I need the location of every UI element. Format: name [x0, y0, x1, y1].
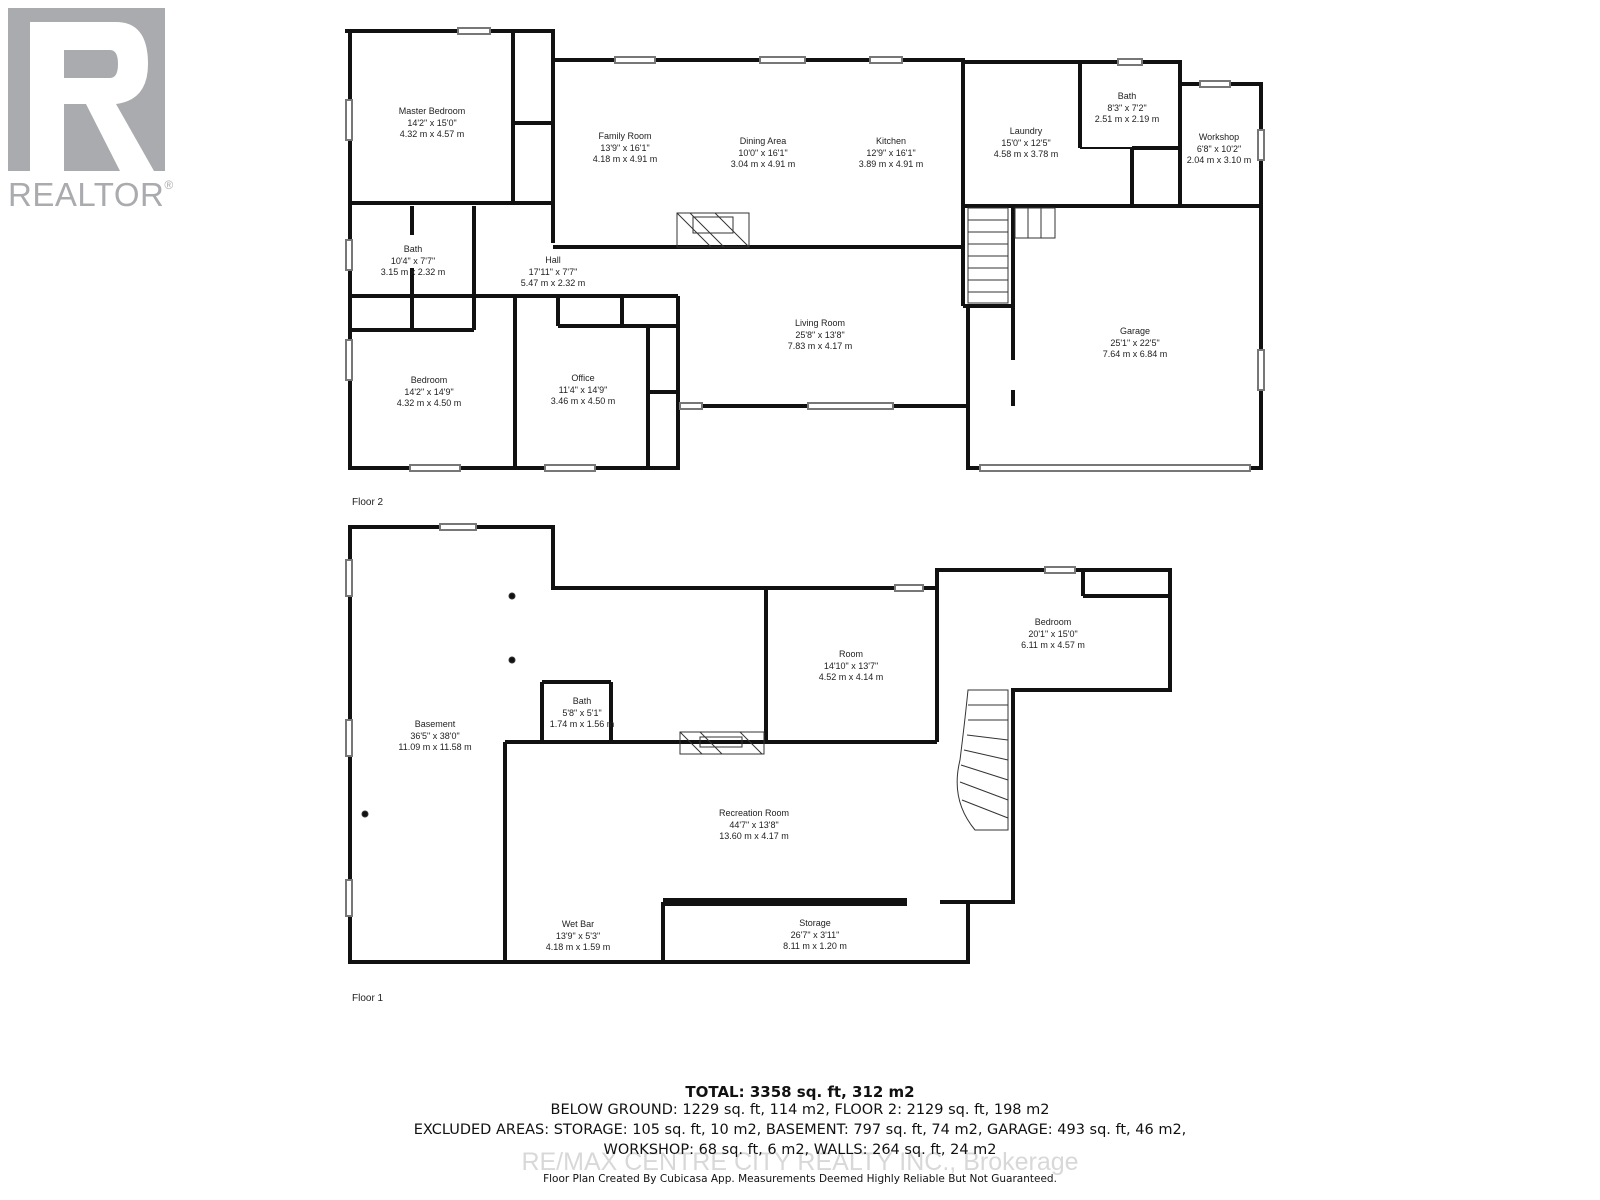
room-name: Wet Bar — [562, 919, 594, 929]
room-name: Storage — [799, 918, 831, 928]
room-imperial: 14'10" x 13'7" — [824, 661, 878, 671]
floor-2-windows — [345, 27, 1265, 472]
room-name: Office — [571, 373, 594, 383]
column-marker — [508, 656, 516, 664]
floor-2-label: Floor 2 — [352, 497, 384, 508]
realtor-r-icon — [8, 8, 165, 171]
room-metric: 3.89 m x 4.91 m — [859, 159, 924, 169]
room-imperial: 12'9" x 16'1" — [866, 148, 915, 158]
room-imperial: 25'8" x 13'8" — [795, 330, 844, 340]
room-imperial: 10'4" x 7'7" — [391, 256, 435, 266]
room-metric: 4.18 m x 4.91 m — [593, 154, 658, 164]
room-metric: 3.04 m x 4.91 m — [731, 159, 796, 169]
summary-workshop-walls: WORKSHOP: 68 sq. ft, 6 m2, WALLS: 264 sq… — [603, 1142, 997, 1158]
room-metric: 11.09 m x 11.58 m — [398, 742, 471, 752]
column-marker — [508, 592, 516, 600]
floor-1-windows — [345, 523, 1076, 917]
fireplace-icon — [676, 212, 750, 248]
stairs-icon — [967, 207, 1056, 304]
room-name: Master Bedroom — [399, 106, 466, 116]
floor-1-walls — [348, 525, 1172, 964]
storage-wall — [663, 898, 907, 906]
room-metric: 7.64 m x 6.84 m — [1103, 349, 1168, 359]
room-imperial: 44'7" x 13'8" — [729, 820, 778, 830]
room-name: Bath — [573, 696, 592, 706]
room-imperial: 5'8" x 5'1" — [562, 708, 601, 718]
room-imperial: 15'0" x 12'5" — [1001, 138, 1050, 148]
floor-1-labels: Basement 36'5" x 38'0" 11.09 m x 11.58 m… — [398, 617, 1085, 952]
room-metric: 4.58 m x 3.78 m — [994, 149, 1059, 159]
room-metric: 2.04 m x 3.10 m — [1187, 155, 1252, 165]
room-imperial: 36'5" x 38'0" — [410, 731, 459, 741]
room-name: Workshop — [1199, 132, 1239, 142]
room-imperial: 6'8" x 10'2" — [1197, 144, 1241, 154]
room-metric: 5.47 m x 2.32 m — [521, 278, 586, 288]
room-name: Bedroom — [411, 375, 448, 385]
room-metric: 4.32 m x 4.57 m — [400, 129, 465, 139]
room-name: Laundry — [1010, 126, 1043, 136]
room-name: Dining Area — [740, 136, 787, 146]
room-imperial: 8'3" x 7'2" — [1107, 103, 1146, 113]
floor-2-walls — [345, 29, 1263, 470]
room-metric: 1.74 m x 1.56 m — [550, 719, 615, 729]
room-metric: 4.18 m x 1.59 m — [546, 942, 611, 952]
summary-footer: Floor Plan Created By Cubicasa App. Meas… — [543, 1173, 1057, 1185]
room-name: Recreation Room — [719, 808, 789, 818]
room-imperial: 20'1" x 15'0" — [1028, 629, 1077, 639]
room-name: Bedroom — [1035, 617, 1072, 627]
room-imperial: 11'4" x 14'9" — [559, 385, 608, 395]
summary-excluded-areas: EXCLUDED AREAS: STORAGE: 105 sq. ft, 10 … — [413, 1122, 1187, 1138]
room-name: Hall — [545, 255, 561, 265]
room-imperial: 26'7" x 3'11" — [791, 930, 840, 940]
floor-1-label: Floor 1 — [352, 993, 384, 1004]
floor-2-fixtures — [676, 207, 1056, 304]
spiral-stairs-icon — [956, 689, 1009, 831]
brokerage-watermark: RE/MAX CENTRE CITY REALTY INC., Brokerag… — [521, 1148, 1079, 1176]
column-marker — [361, 810, 369, 818]
room-name: Basement — [415, 719, 456, 729]
room-imperial: 17'11" x 7'7" — [529, 267, 578, 277]
room-imperial: 13'9" x 16'1" — [600, 143, 649, 153]
room-metric: 4.32 m x 4.50 m — [397, 398, 462, 408]
room-imperial: 14'2" x 14'9" — [404, 387, 453, 397]
room-name: Family Room — [598, 131, 651, 141]
room-name: Bath — [1118, 91, 1137, 101]
realtor-logo — [8, 8, 178, 208]
floor-1-fixtures — [361, 592, 1009, 831]
room-imperial: 14'2" x 15'0" — [407, 118, 456, 128]
room-name: Living Room — [795, 318, 845, 328]
room-metric: 8.11 m x 1.20 m — [783, 941, 847, 951]
room-metric: 3.15 m x 2.32 m — [381, 267, 446, 277]
room-metric: 13.60 m x 4.17 m — [719, 831, 789, 841]
summary-below-ground: BELOW GROUND: 1229 sq. ft, 114 m2, FLOOR… — [550, 1102, 1050, 1118]
room-name: Bath — [404, 244, 423, 254]
room-metric: 4.52 m x 4.14 m — [819, 672, 884, 682]
room-imperial: 13'9" x 5'3" — [556, 931, 600, 941]
room-imperial: 10'0" x 16'1" — [738, 148, 787, 158]
realtor-wordmark: REALTOR® — [8, 176, 174, 213]
room-name: Garage — [1120, 326, 1150, 336]
room-name: Room — [839, 649, 863, 659]
room-imperial: 25'1" x 22'5" — [1110, 338, 1159, 348]
summary-total: TOTAL: 3358 sq. ft, 312 m2 — [685, 1083, 915, 1101]
room-metric: 2.51 m x 2.19 m — [1095, 114, 1160, 124]
room-metric: 6.11 m x 4.57 m — [1021, 640, 1085, 650]
room-name: Kitchen — [876, 136, 906, 146]
room-metric: 3.46 m x 4.50 m — [551, 396, 616, 406]
floor-2-labels: Master Bedroom 14'2" x 15'0" 4.32 m x 4.… — [381, 91, 1252, 408]
room-metric: 7.83 m x 4.17 m — [788, 341, 853, 351]
